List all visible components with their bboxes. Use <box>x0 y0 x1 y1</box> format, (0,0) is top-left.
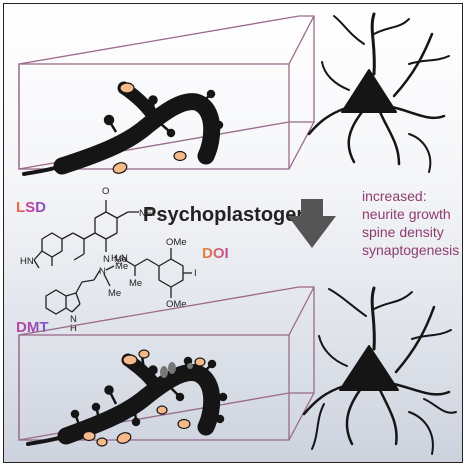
top-spine-heads <box>112 82 187 174</box>
dmt-structure <box>45 265 115 315</box>
bottom-dendrite <box>26 349 228 447</box>
lsd-ring-n: N <box>103 254 110 265</box>
top-box-outline <box>18 15 315 170</box>
bottom-box-front <box>18 334 290 441</box>
top-dendrite-box <box>18 15 315 170</box>
dmt-n: N <box>99 266 106 277</box>
dmt-indole-n: N <box>70 314 77 325</box>
lsd-amide-sub: 2 <box>158 214 162 221</box>
effects-list: increased: neurite growth spine density … <box>362 188 459 258</box>
doi-ome-top: OMe <box>166 237 187 248</box>
bottom-neuron <box>302 286 457 455</box>
dmt-methyl-top: Me <box>115 261 128 272</box>
effect-neurite-growth: neurite growth <box>362 206 451 222</box>
doi-methyl: Me <box>129 278 142 289</box>
bottom-spines <box>70 355 228 429</box>
doi-amine-h: H <box>111 253 118 264</box>
bottom-ghost-spines <box>160 362 193 378</box>
top-neuron <box>307 12 450 173</box>
top-spines <box>103 89 224 138</box>
lsd-indole-nh: HN <box>20 256 34 267</box>
top-dendrite <box>22 81 224 176</box>
lsd-oxygen: O <box>102 186 109 197</box>
doi-amine-sub: 2 <box>117 259 121 266</box>
lsd-atom-labels: O NEt 2 N Me HN <box>20 186 162 267</box>
dmt-indole-h: H <box>70 323 77 334</box>
effect-synaptogenesis: synaptogenesis <box>362 242 459 258</box>
lsd-methyl: Me <box>114 254 127 265</box>
bottom-spine-heads <box>82 349 206 447</box>
bottom-dendrite-box <box>18 286 315 441</box>
psychoplastogen-title: Psychoplastogen <box>143 204 309 226</box>
doi-label: DOI <box>202 245 229 262</box>
effects-heading: increased: <box>362 188 427 204</box>
diagram-canvas: O NEt 2 N Me HN LSD OMe OMe I H 2 N Me D… <box>16 12 459 455</box>
doi-ome-bottom: OMe <box>166 299 187 310</box>
lsd-structure <box>33 200 139 269</box>
dmt-methyl-bottom: Me <box>108 288 121 299</box>
dmt-atom-labels: N Me Me N H <box>70 261 128 334</box>
doi-amine-n: N <box>121 253 128 264</box>
doi-iodo: I <box>194 268 197 279</box>
lsd-amide: NEt <box>139 208 155 219</box>
top-box-front <box>18 63 290 170</box>
doi-atom-labels: OMe OMe I H 2 N Me <box>111 237 197 310</box>
effect-spine-density: spine density <box>362 224 444 240</box>
down-arrow <box>288 199 336 248</box>
doi-structure <box>124 248 192 298</box>
dmt-label: DMT <box>16 319 49 336</box>
lsd-label: LSD <box>16 199 46 216</box>
graphical-abstract-panel: O NEt 2 N Me HN LSD OMe OMe I H 2 N Me D… <box>3 3 463 463</box>
